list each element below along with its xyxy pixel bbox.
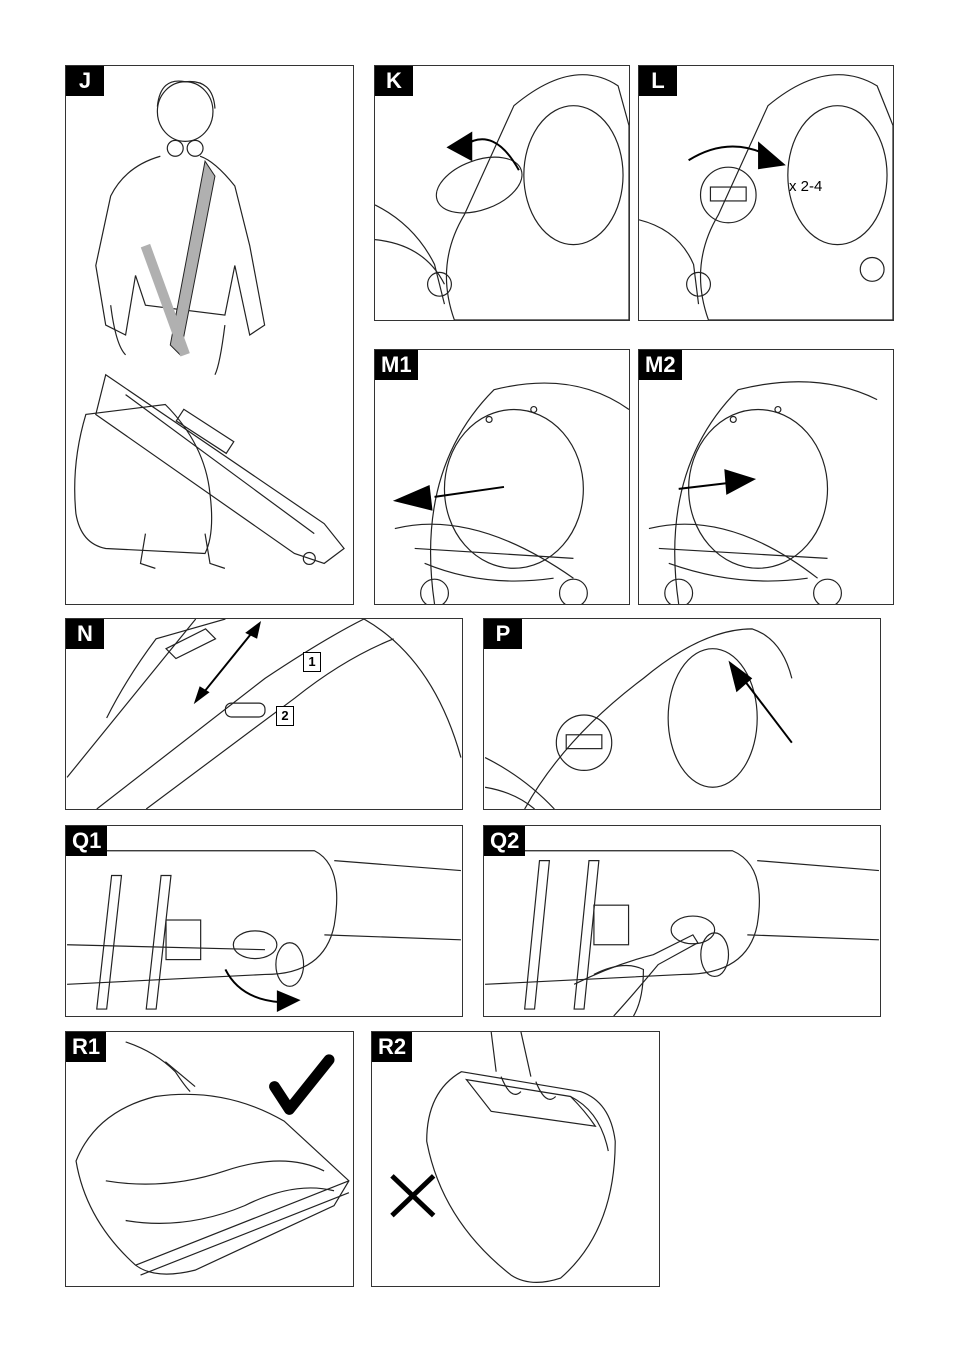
panel-j: J (65, 65, 354, 605)
panel-k: K (374, 65, 630, 321)
panel-m1: M1 (374, 349, 630, 605)
blower-nozzle-pointer-illustration (484, 619, 880, 809)
bag-correct-handling-illustration (66, 1032, 353, 1286)
person-carrying-blower-illustration (66, 66, 353, 604)
panel-p: P (483, 618, 881, 810)
panel-r2: R2 (371, 1031, 660, 1287)
panel-m2: M2 (638, 349, 894, 605)
handle-adjust-illustration (66, 619, 462, 809)
panel-label: M2 (639, 350, 682, 380)
marker-1: 1 (303, 652, 321, 672)
panel-label: J (66, 66, 104, 96)
panel-label: Q1 (66, 826, 107, 856)
panel-label: Q2 (484, 826, 525, 856)
panel-label: P (484, 619, 522, 649)
housing-open-illustration (66, 826, 462, 1016)
housing-clean-illustration (484, 826, 880, 1016)
panel-label: N (66, 619, 104, 649)
panel-q2: Q2 (483, 825, 881, 1017)
panel-n: N 1 2 (65, 618, 463, 810)
repeat-count-note: x 2-4 (789, 178, 822, 195)
cross-mark-icon (392, 1176, 434, 1216)
tube-slide-in-illustration (639, 350, 893, 604)
panel-label: L (639, 66, 677, 96)
marker-2: 2 (276, 706, 294, 726)
panel-label: K (375, 66, 413, 96)
panel-label: M1 (375, 350, 418, 380)
bag-incorrect-handling-illustration (372, 1032, 659, 1286)
blower-cap-open-illustration (375, 66, 629, 320)
panel-label: R2 (372, 1032, 412, 1062)
panel-r1: R1 (65, 1031, 354, 1287)
panel-l: L x 2-4 (638, 65, 894, 321)
check-mark-icon (274, 1060, 329, 1110)
panel-q1: Q1 (65, 825, 463, 1017)
blower-cap-turn-illustration (639, 66, 893, 320)
tube-slide-out-illustration (375, 350, 629, 604)
panel-label: R1 (66, 1032, 106, 1062)
